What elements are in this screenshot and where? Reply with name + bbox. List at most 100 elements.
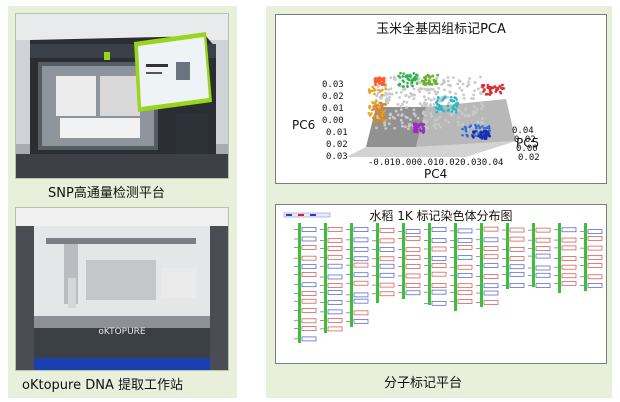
chromosome-marker: [327, 309, 343, 315]
pca-point: [425, 127, 429, 130]
chromosome-bar: [428, 223, 431, 305]
pca-point: [472, 93, 476, 97]
pca-point: [393, 126, 397, 130]
chromosome-bar: [376, 223, 379, 303]
pca-point: [389, 87, 393, 91]
chromosome-marker: [327, 283, 343, 288]
pca-point: [481, 125, 484, 128]
chromosome-marker: [353, 310, 369, 316]
pca-point: [383, 123, 387, 127]
pca-point: [455, 105, 459, 108]
pca-point: [462, 93, 466, 97]
pca-point: [448, 90, 452, 94]
pca-point: [436, 73, 440, 77]
chromosome-bar: [402, 223, 405, 299]
pca-point: [458, 86, 462, 90]
pca-point: [482, 134, 486, 137]
pca-point: [408, 123, 412, 127]
pca-point: [422, 130, 425, 133]
pca-point: [476, 87, 480, 91]
pca-point: [436, 103, 439, 106]
chromosome-marker: [301, 308, 317, 313]
pca-point: [376, 85, 380, 88]
pca-point: [456, 108, 460, 112]
pca-point: [376, 116, 380, 120]
pca-point: [401, 124, 404, 128]
pca-point: [498, 85, 502, 88]
pca-point: [378, 108, 382, 112]
pca-point: [403, 125, 407, 129]
pca-point: [402, 85, 405, 89]
pca-point: [417, 77, 421, 81]
pca-left-tick: 0.01: [326, 128, 348, 138]
pca-point: [399, 118, 403, 122]
pca-point: [427, 97, 430, 100]
pca-point: [422, 95, 426, 99]
pca-point: [465, 84, 469, 88]
chromosome-marker: [561, 273, 577, 279]
pca-point: [405, 74, 409, 77]
chromosome-bar: [532, 223, 535, 287]
pca-point: [441, 81, 445, 85]
pca-point: [373, 114, 377, 117]
pca-point: [472, 124, 475, 128]
pca-point: [384, 127, 388, 130]
chromosome-marker: [327, 254, 343, 260]
pca-point: [399, 71, 402, 75]
pca-point: [444, 118, 448, 122]
pca-point: [479, 130, 483, 134]
pca-point: [373, 80, 377, 83]
chromosome-marker: [327, 227, 343, 232]
pca-point: [379, 81, 383, 85]
chromosome-marker: [301, 291, 317, 296]
chromosome-marker: [379, 238, 395, 244]
pca-point: [472, 105, 476, 108]
pca-point: [458, 79, 462, 83]
pca-point: [424, 114, 428, 117]
pca-point: [382, 113, 386, 116]
pca-point: [431, 74, 434, 78]
chromosome-marker: [405, 229, 421, 234]
chromosome-marker: [379, 282, 395, 288]
snp-platform-photo: [15, 13, 229, 179]
pca-point: [474, 134, 477, 138]
pca-point: [446, 95, 450, 99]
pca-point: [423, 104, 427, 107]
pca-point: [409, 73, 412, 77]
chromosome-marker: [431, 289, 447, 295]
pca-point: [468, 77, 472, 80]
pca-point: [430, 115, 433, 118]
pca-point: [387, 88, 391, 92]
chromosome-marker: [509, 256, 525, 261]
pca-point: [452, 107, 456, 111]
chromosome-marker: [353, 298, 369, 304]
pca-point: [461, 123, 465, 126]
pca-point: [452, 104, 456, 108]
chromosome-marker: [353, 272, 369, 278]
chromosome-marker: [327, 300, 343, 305]
pca-point: [480, 137, 484, 140]
chromosome-marker: [431, 246, 447, 252]
pca-point: [420, 104, 424, 108]
pca-left-tick: 0.03: [326, 152, 348, 162]
pca-point: [425, 102, 429, 106]
right-panel: 玉米全基因组标记PCA 0.03 0.02 0.01 0.00 0.01 0.0…: [266, 6, 612, 398]
pca-point: [425, 88, 429, 92]
chromosome-marker: [301, 255, 317, 261]
pca-point: [431, 88, 435, 91]
chromosome-marker: [535, 253, 551, 259]
chromosome-marker: [327, 263, 343, 269]
pca-point: [401, 75, 404, 78]
pca-point: [437, 86, 441, 90]
chromosome-marker: [405, 247, 421, 253]
pca-point: [392, 75, 396, 79]
pca-point: [380, 120, 383, 123]
chromosome-marker: [405, 236, 421, 241]
pca-point: [383, 121, 386, 125]
pca-point: [374, 82, 377, 86]
pca-point: [463, 114, 467, 118]
pca-point: [473, 81, 477, 84]
pca-left-tick: 0.00: [322, 116, 344, 126]
pca-point: [417, 88, 421, 92]
pca-point: [438, 105, 441, 108]
